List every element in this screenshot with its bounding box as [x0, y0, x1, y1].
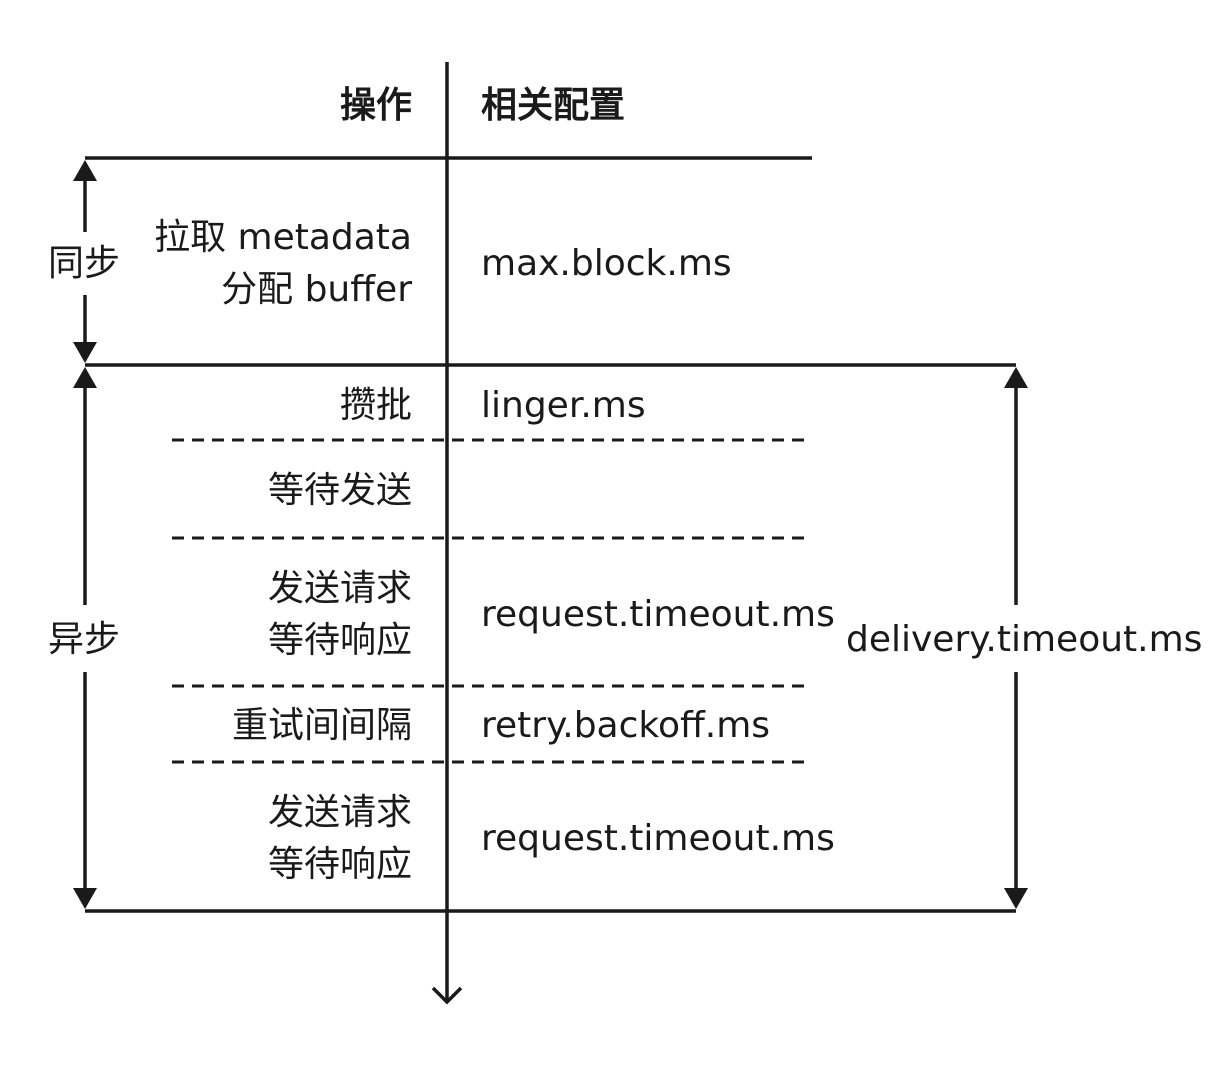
operation-line: 等待响应 [267, 620, 412, 661]
operation-line: 分配 buffer [221, 269, 412, 310]
config-max-block-ms: max.block.ms [481, 243, 732, 284]
sync-span-arrow-up [73, 160, 97, 181]
header-operation: 操作 [339, 85, 412, 126]
phase-async-label: 异步 [48, 619, 121, 660]
async-span-arrow-down [73, 888, 97, 909]
operation-send-request-await-response-retry: 发送请求 等待响应 [268, 787, 412, 891]
operation-fetch-metadata-allocate-buffer: 拉取 metadata 分配 buffer [154, 212, 412, 316]
operation-line: 拉取 metadata [154, 217, 412, 258]
operation-line: 等待响应 [267, 844, 412, 885]
config-linger-ms: linger.ms [481, 385, 646, 426]
config-delivery-timeout-ms: delivery.timeout.ms [846, 619, 1203, 660]
operation-batching: 攒批 [339, 385, 412, 426]
time-axis-arrowhead [431, 986, 463, 1005]
config-retry-backoff-ms: retry.backoff.ms [481, 705, 771, 746]
operation-retry-interval: 重试间间隔 [231, 705, 412, 746]
async-span-arrow-up [73, 367, 97, 388]
operation-line: 发送请求 [267, 792, 412, 833]
header-config: 相关配置 [481, 85, 626, 126]
operation-line: 发送请求 [267, 568, 412, 609]
phase-sync-label: 同步 [48, 243, 121, 284]
delivery-span-arrow-up [1004, 367, 1028, 388]
config-request-timeout-ms-retry: request.timeout.ms [481, 818, 835, 859]
delivery-span-arrow-down [1004, 888, 1028, 909]
config-request-timeout-ms: request.timeout.ms [481, 594, 835, 635]
sync-span-arrow-down [73, 342, 97, 363]
operation-send-request-await-response: 发送请求 等待响应 [268, 563, 412, 667]
operation-waiting-to-send: 等待发送 [267, 470, 412, 511]
